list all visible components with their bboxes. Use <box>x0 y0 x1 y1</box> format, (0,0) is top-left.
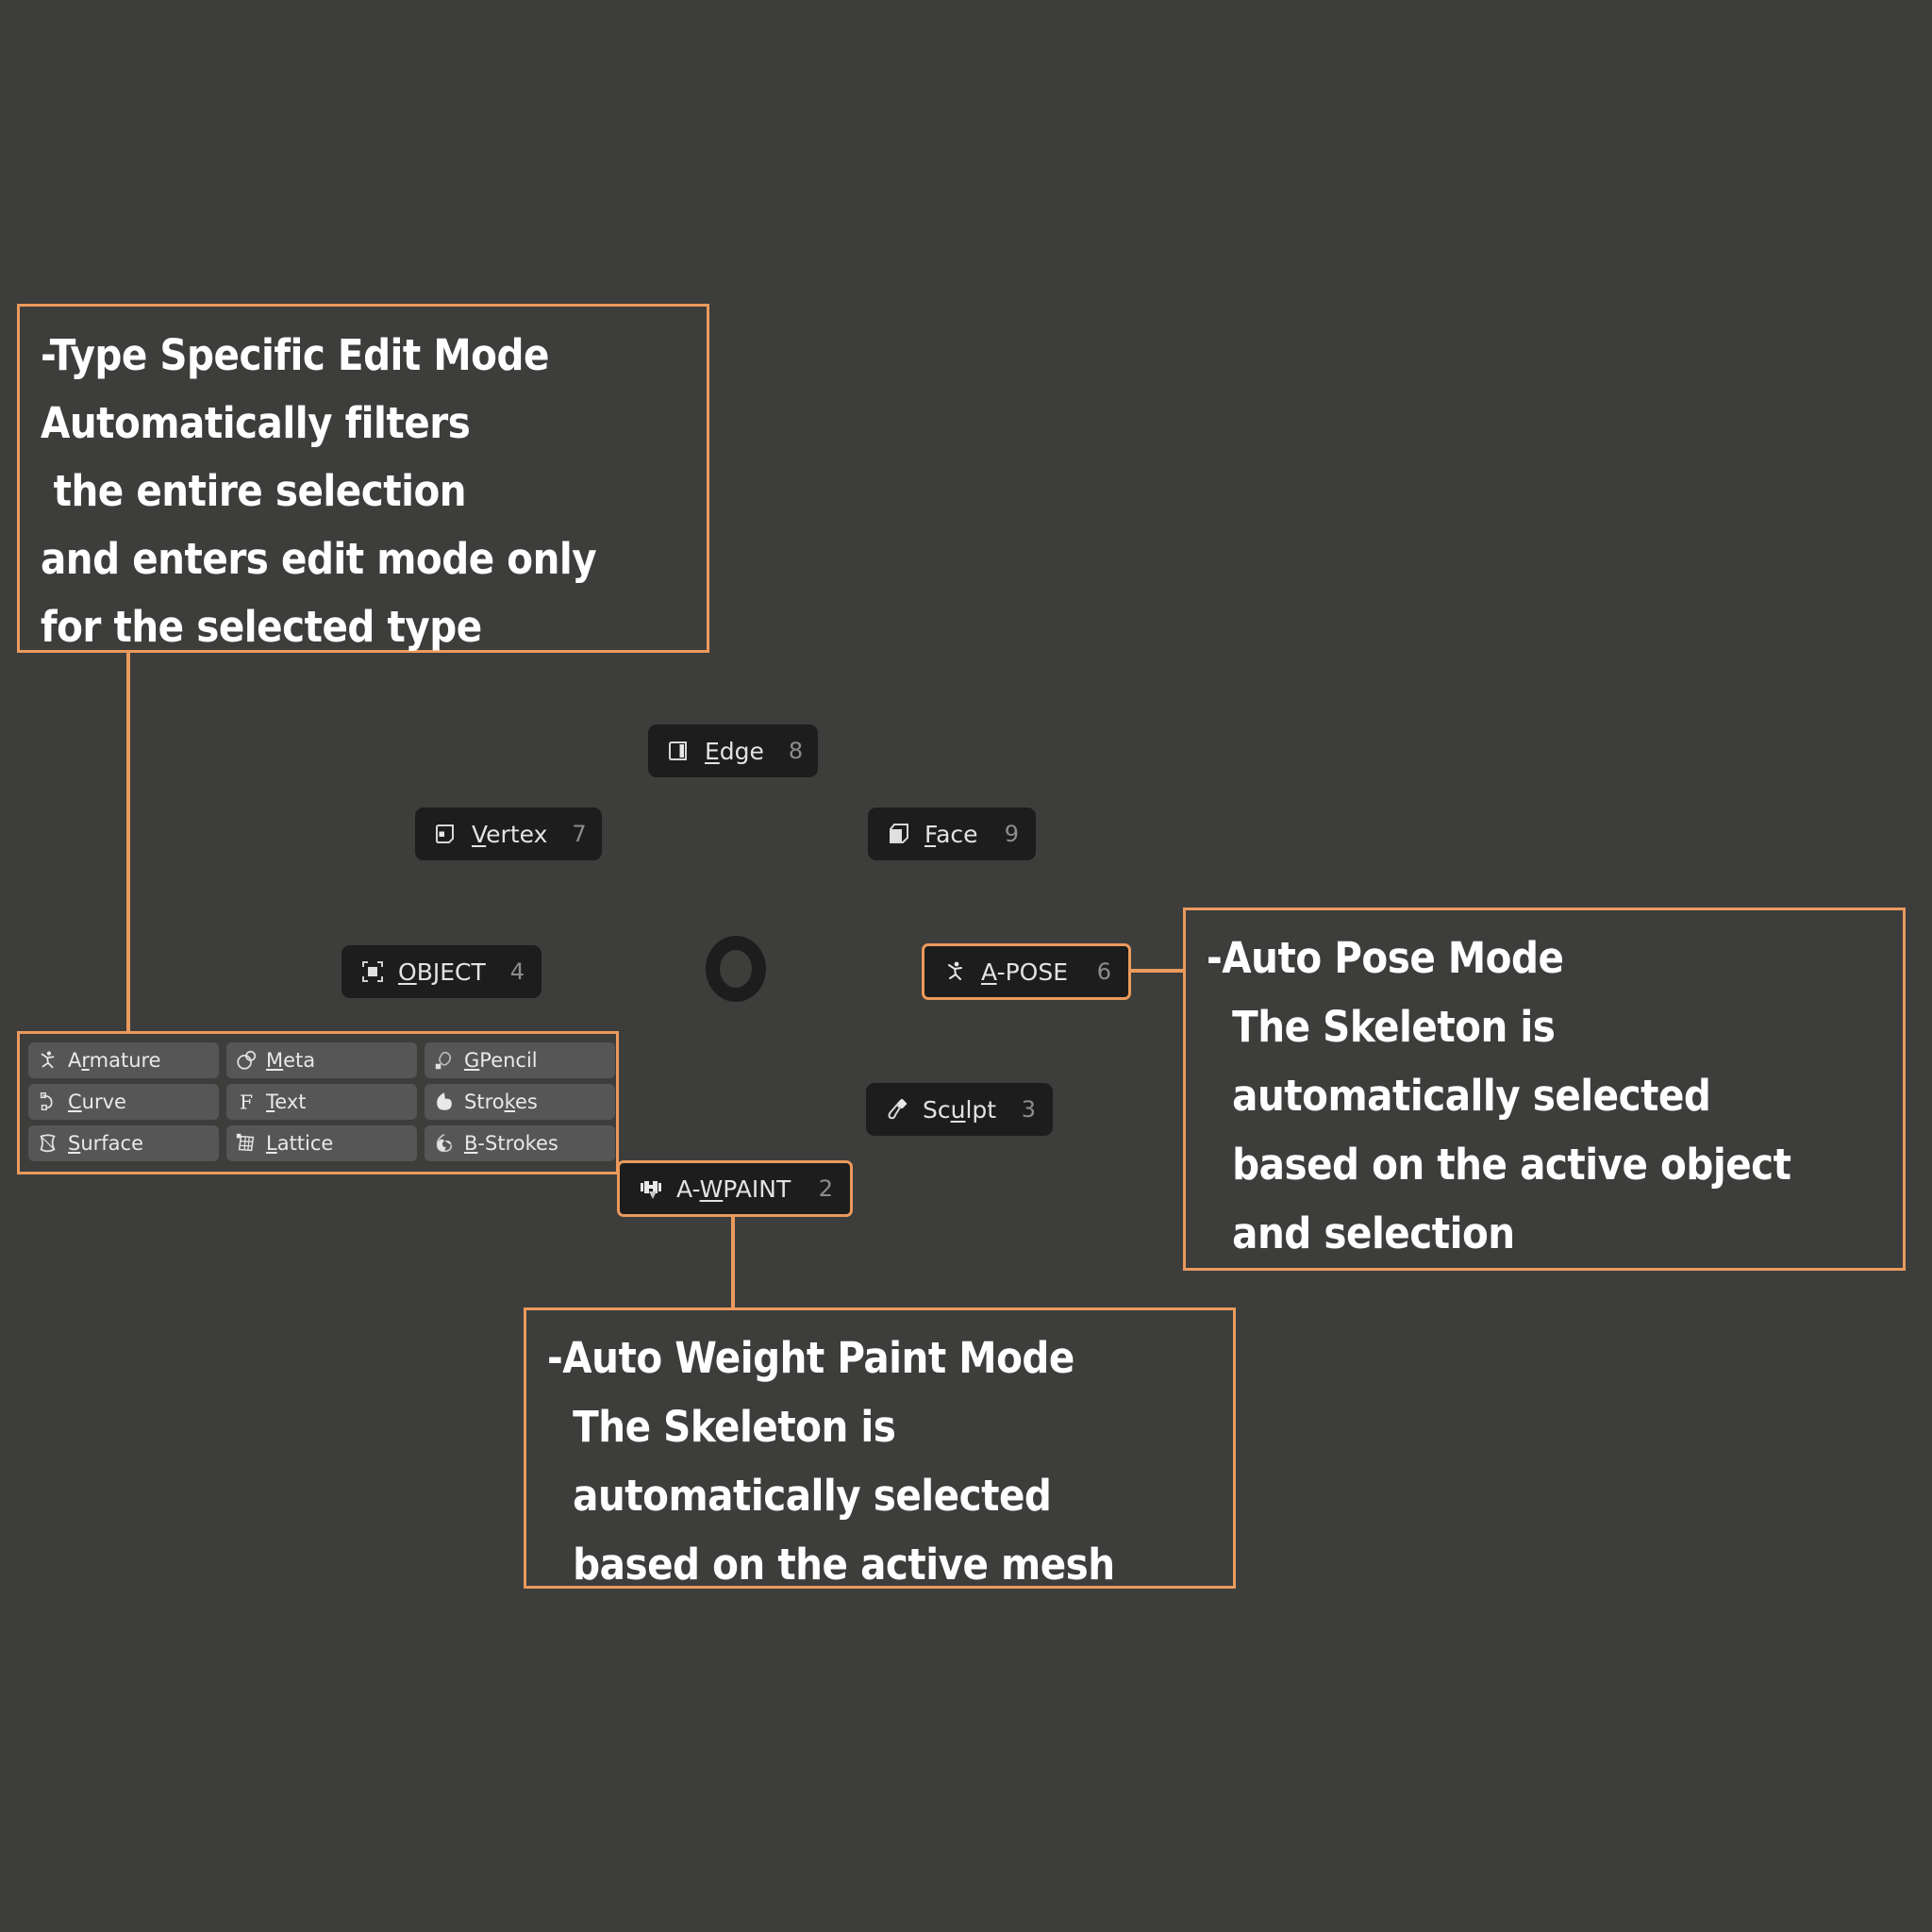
grid-button-surface[interactable]: Surface <box>28 1125 219 1161</box>
callout-line: automatically selected <box>547 1471 1052 1521</box>
grid-button-meta[interactable]: Meta <box>226 1042 417 1078</box>
object-icon <box>358 958 387 986</box>
pie-button-label: Face <box>924 820 978 848</box>
connector-type-edit-mode <box>126 653 130 1034</box>
grid-button-curve[interactable]: Curve <box>28 1084 219 1120</box>
gpencil-icon <box>432 1048 457 1073</box>
grid-button-label: B-Strokes <box>464 1132 558 1155</box>
text-icon: F <box>234 1090 258 1114</box>
connector-auto-pose <box>1128 969 1194 973</box>
pie-button-vertex[interactable]: Vertex 7 <box>415 808 602 860</box>
pie-button-shortcut: 9 <box>1004 821 1019 847</box>
strokes-icon <box>432 1090 457 1114</box>
armature-icon <box>36 1048 60 1073</box>
pie-button-edge[interactable]: Edge 8 <box>648 724 818 777</box>
pie-button-label: Sculpt <box>923 1095 997 1124</box>
lattice-icon <box>234 1131 258 1156</box>
callout-line: and selection <box>1207 1208 1515 1258</box>
callout-line: for the selected type <box>41 602 482 652</box>
type-specific-edit-mode-callout: -Type Specific Edit Mode Automatically f… <box>17 304 709 653</box>
pie-button-object[interactable]: OBJECT 4 <box>341 945 541 998</box>
pie-button-label: A-WPAINT <box>676 1174 791 1203</box>
pie-button-a-pose[interactable]: A-POSE 6 <box>922 943 1131 1000</box>
auto-weight-paint-mode-callout: -Auto Weight Paint Mode The Skeleton is … <box>524 1307 1236 1590</box>
connector-auto-weight-paint <box>731 1215 735 1309</box>
pie-button-shortcut: 8 <box>788 738 804 764</box>
face-icon <box>885 820 913 848</box>
grid-button-gpencil[interactable]: GPencil <box>425 1042 615 1078</box>
pie-button-label: Edge <box>705 737 764 765</box>
callout-line: automatically selected <box>1207 1071 1711 1121</box>
callout-line: based on the active object <box>1207 1140 1791 1190</box>
grid-button-label: Surface <box>68 1132 144 1155</box>
callout-line: -Auto Weight Paint Mode <box>547 1333 1074 1383</box>
pie-button-shortcut: 3 <box>1021 1096 1036 1123</box>
pie-button-shortcut: 7 <box>572 821 587 847</box>
surface-icon <box>36 1131 60 1156</box>
edge-icon <box>665 737 693 765</box>
grid-button-lattice[interactable]: Lattice <box>226 1125 417 1161</box>
grid-button-armature[interactable]: Armature <box>28 1042 219 1078</box>
pie-button-label: OBJECT <box>398 958 486 986</box>
grid-button-label: Lattice <box>266 1132 334 1155</box>
grid-button-strokes[interactable]: Strokes <box>425 1084 615 1120</box>
curve-icon <box>36 1090 60 1114</box>
callout-line: Automatically filters <box>41 398 471 448</box>
grid-button-label: Text <box>266 1091 307 1113</box>
meta-icon <box>234 1048 258 1073</box>
grid-button-label: Armature <box>68 1049 161 1072</box>
wpaint-icon <box>637 1174 665 1203</box>
grid-button-b-strokes[interactable]: B-Strokes <box>425 1125 615 1161</box>
callout-line: the entire selection <box>41 466 467 516</box>
pie-button-shortcut: 4 <box>509 958 525 985</box>
pie-button-shortcut: 6 <box>1096 958 1111 985</box>
callout-line: The Skeleton is <box>1207 1002 1556 1052</box>
pie-button-label: A-POSE <box>981 958 1069 986</box>
pose-icon <box>941 958 970 986</box>
callout-line: -Auto Pose Mode <box>1207 933 1564 983</box>
callout-line: The Skeleton is <box>547 1402 896 1452</box>
sculpt-icon <box>883 1095 911 1124</box>
callout-line: -Type Specific Edit Mode <box>41 330 549 380</box>
grid-button-text[interactable]: F Text <box>226 1084 417 1120</box>
pie-menu-center-ring <box>706 936 766 1002</box>
vertex-icon <box>432 820 460 848</box>
pie-button-shortcut: 2 <box>818 1175 833 1202</box>
callout-line: and enters edit mode only <box>41 534 597 584</box>
pie-button-sculpt[interactable]: Sculpt 3 <box>866 1083 1053 1136</box>
pie-button-a-wpaint[interactable]: A-WPAINT 2 <box>617 1160 853 1217</box>
type-filter-grid-panel: Armature Meta GPencil <box>17 1031 619 1174</box>
grid-button-label: GPencil <box>464 1049 538 1072</box>
pie-button-label: Vertex <box>472 820 548 848</box>
auto-pose-mode-callout: -Auto Pose Mode The Skeleton is automati… <box>1183 908 1906 1271</box>
pie-button-face[interactable]: Face 9 <box>868 808 1036 860</box>
callout-line: based on the active mesh <box>547 1540 1115 1590</box>
grid-button-label: Meta <box>266 1049 316 1072</box>
grid-button-label: Strokes <box>464 1091 538 1113</box>
b-strokes-icon <box>432 1131 457 1156</box>
grid-button-label: Curve <box>68 1091 126 1113</box>
svg-text:F: F <box>240 1091 253 1113</box>
